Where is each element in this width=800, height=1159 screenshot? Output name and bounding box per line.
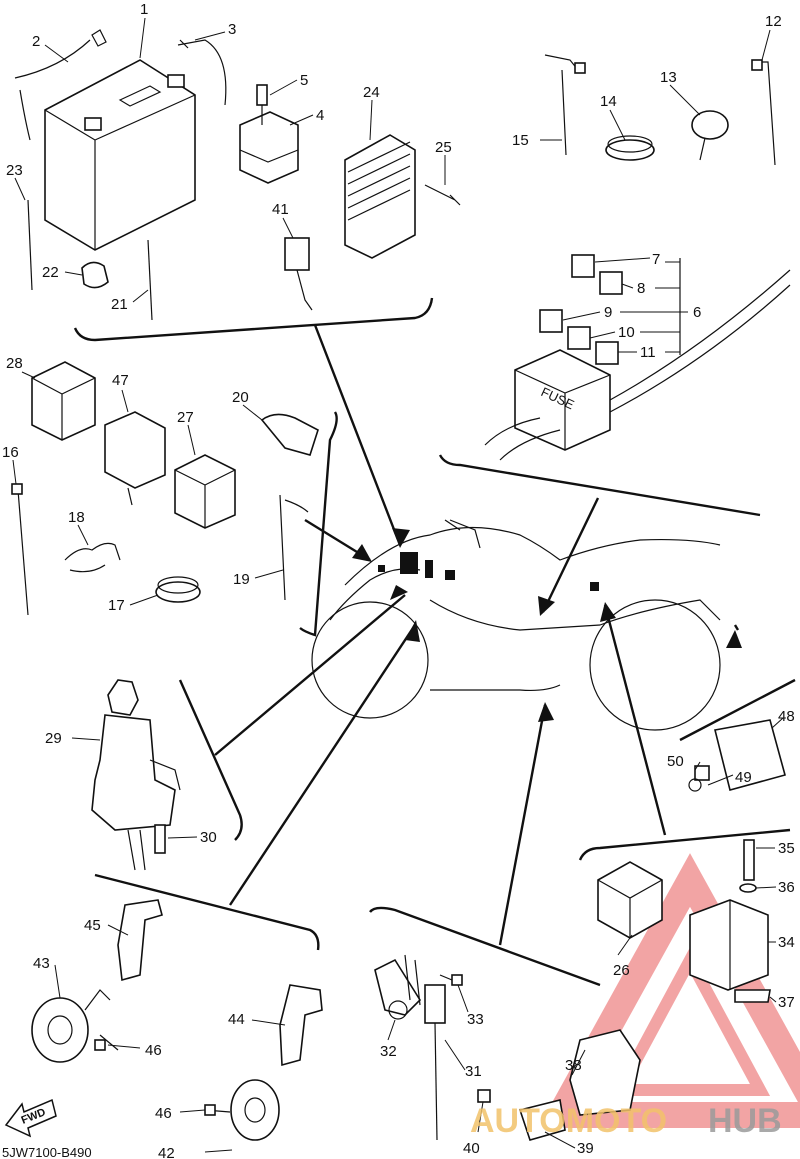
horns-group	[31, 899, 323, 1141]
callout-5: 5	[300, 72, 308, 89]
diagram-code: 5JW7100-B490	[2, 1145, 92, 1159]
fuse-box-group: FUSE	[484, 54, 791, 461]
callout-31: 31	[465, 1063, 482, 1080]
callout-15: 15	[512, 132, 529, 149]
callout-25: 25	[435, 139, 452, 156]
callout-48: 48	[778, 708, 795, 725]
callout-17: 17	[108, 597, 125, 614]
callout-16: 16	[2, 444, 19, 461]
callout-2: 2	[32, 33, 40, 50]
callout-8: 8	[637, 280, 645, 297]
callout-30: 30	[200, 829, 217, 846]
callout-1: 1	[140, 1, 148, 18]
callout-44: 44	[228, 1011, 245, 1028]
callout-19: 19	[233, 571, 250, 588]
relays-group	[11, 361, 319, 616]
watermark-text-automoto: AUTOMOTO	[470, 1102, 667, 1140]
main-switch-group	[91, 679, 181, 871]
callout-3: 3	[228, 21, 236, 38]
battery-group	[14, 29, 461, 321]
motorcycle-outline	[311, 519, 721, 731]
callout-22: 22	[42, 264, 59, 281]
callout-21: 21	[111, 296, 128, 313]
callout-20: 20	[232, 389, 249, 406]
flasher-group	[477, 719, 786, 1141]
sensor-group	[374, 954, 463, 1141]
callout-14: 14	[600, 93, 617, 110]
fwd-arrow-icon	[4, 1098, 57, 1138]
callout-9: 9	[604, 304, 612, 321]
callout-4: 4	[316, 107, 324, 124]
callout-33: 33	[467, 1011, 484, 1028]
callout-46-lower: 46	[155, 1105, 172, 1122]
callout-32: 32	[380, 1043, 397, 1060]
callout-18: 18	[68, 509, 85, 526]
watermark-text-hub: HUB	[708, 1102, 782, 1140]
callout-45: 45	[84, 917, 101, 934]
callout-24: 24	[363, 84, 380, 101]
callout-12: 12	[765, 13, 782, 30]
callout-37: 37	[778, 994, 795, 1011]
callout-39: 39	[577, 1140, 594, 1157]
callout-7: 7	[652, 251, 660, 268]
callout-43: 43	[33, 955, 50, 972]
callout-49: 49	[735, 769, 752, 786]
direction-arrows	[214, 324, 742, 946]
callout-23: 23	[6, 162, 23, 179]
callout-35: 35	[778, 840, 795, 857]
callout-42: 42	[158, 1145, 175, 1159]
callout-28: 28	[6, 355, 23, 372]
callout-46-upper: 46	[145, 1042, 162, 1059]
callout-38: 38	[565, 1057, 582, 1074]
callout-27: 27	[177, 409, 194, 426]
forward-direction-indicator: FWD	[4, 1098, 57, 1138]
callout-29: 29	[45, 730, 62, 747]
callout-50: 50	[667, 753, 684, 770]
callout-47: 47	[112, 372, 129, 389]
group-brackets	[73, 297, 796, 987]
callout-36: 36	[778, 879, 795, 896]
callout-40: 40	[463, 1140, 480, 1157]
leader-lines	[12, 17, 784, 1153]
callout-26: 26	[613, 962, 630, 979]
callout-34: 34	[778, 934, 795, 951]
callout-10: 10	[618, 324, 635, 341]
callout-41: 41	[272, 201, 289, 218]
callout-6: 6	[693, 304, 701, 321]
callout-13: 13	[660, 69, 677, 86]
callout-11: 11	[640, 344, 656, 361]
watermark-logo: AUTOMOTO HUB	[470, 1102, 782, 1140]
